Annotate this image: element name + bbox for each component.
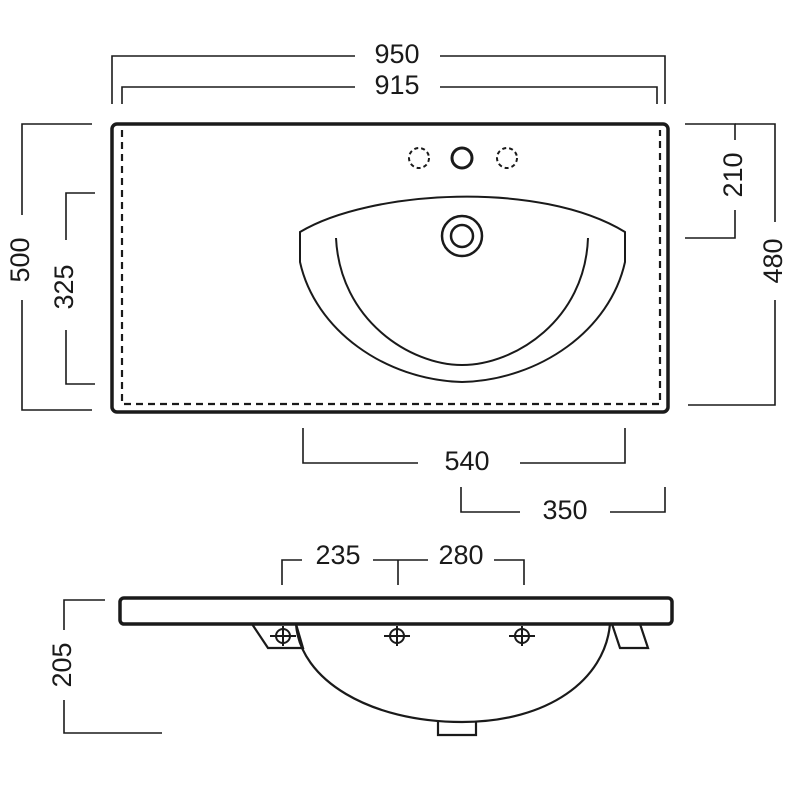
dimension-540: 540 (302, 428, 626, 476)
mounting-bolt-center (384, 626, 410, 646)
dimension-label-235: 235 (315, 540, 360, 570)
dimension-label-540: 540 (444, 446, 489, 476)
mounting-bolt-right (509, 626, 535, 646)
dimension-950: 950 (111, 39, 666, 104)
tap-hole-left (408, 147, 430, 169)
dimension-label-210: 210 (718, 152, 748, 197)
dimension-label-205: 205 (47, 642, 77, 687)
bowl-inner (335, 237, 589, 367)
dimension-label-350: 350 (542, 495, 587, 525)
dimension-500: 500 (5, 123, 92, 411)
dimension-label-325: 325 (49, 264, 79, 309)
dimension-235-280: 235 280 (281, 540, 525, 585)
inner-dashed-outline (120, 130, 662, 406)
dimension-915: 915 (121, 70, 658, 104)
side-bracket-right (610, 623, 650, 650)
countertop-outline (110, 122, 670, 414)
tap-hole-center (450, 146, 474, 170)
side-view: 235 280 205 (47, 540, 674, 737)
top-view: 950 915 500 325 210 (5, 39, 788, 525)
tap-hole-right (496, 147, 518, 169)
dimension-label-500: 500 (5, 237, 35, 282)
side-bracket-left (251, 623, 305, 650)
side-countertop (118, 596, 674, 626)
bowl-outer (299, 195, 626, 384)
drain-inner (449, 223, 475, 249)
dimension-210: 210 (685, 123, 748, 239)
dimension-350: 350 (460, 487, 666, 525)
dimension-480: 480 (688, 123, 788, 406)
dimension-label-950: 950 (374, 39, 419, 69)
dimension-label-280: 280 (438, 540, 483, 570)
dimension-205: 205 (47, 599, 162, 734)
drain-outer (440, 214, 484, 258)
dimension-label-915: 915 (374, 70, 419, 100)
dimension-325: 325 (49, 192, 95, 385)
dimension-label-480: 480 (758, 238, 788, 283)
side-drain (436, 722, 478, 737)
mounting-bolt-left (270, 626, 296, 646)
side-bowl (294, 623, 612, 724)
